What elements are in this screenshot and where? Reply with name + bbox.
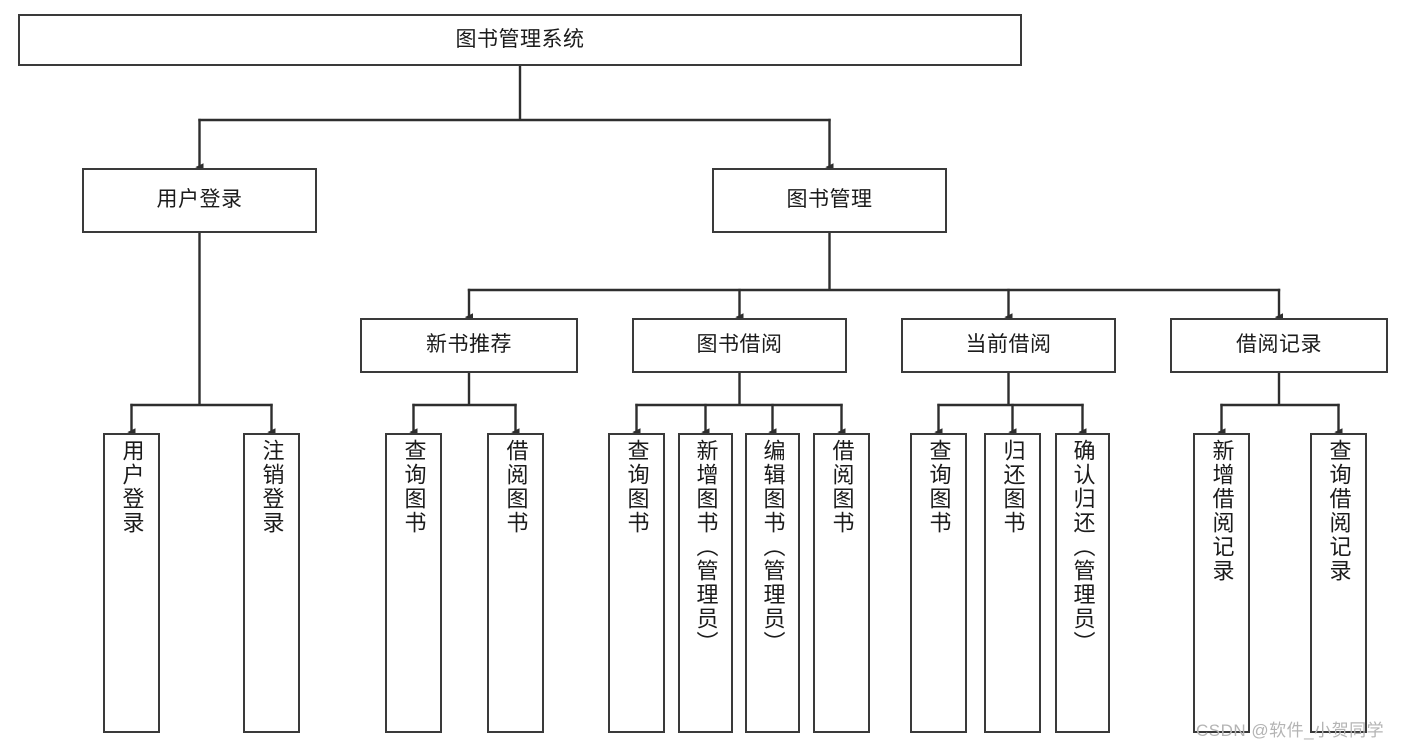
leaf-return-book-label: 归还图书	[1000, 439, 1026, 535]
leaf-user-login[interactable]: 用户登录	[103, 433, 160, 733]
csdn-watermark: CSDN @软件_小贺同学	[1196, 721, 1385, 740]
node-new-book-rec-label: 新书推荐	[426, 333, 512, 357]
leaf-confirm-return[interactable]: 确认归还（管理员）	[1055, 433, 1110, 733]
node-current-borrow[interactable]: 当前借阅	[901, 318, 1116, 373]
leaf-edit-book-label: 编辑图书（管理员）	[760, 439, 786, 655]
leaf-borrow-book-2[interactable]: 借阅图书	[813, 433, 870, 733]
leaf-query-book-3[interactable]: 查询图书	[910, 433, 967, 733]
node-root-label: 图书管理系统	[455, 27, 585, 51]
leaf-query-book-1-label: 查询图书	[401, 439, 427, 535]
leaf-borrow-book-1[interactable]: 借阅图书	[487, 433, 544, 733]
leaf-add-book[interactable]: 新增图书（管理员）	[678, 433, 733, 733]
leaf-user-login-label: 用户登录	[119, 439, 145, 535]
leaf-query-record[interactable]: 查询借阅记录	[1310, 433, 1367, 733]
leaf-user-logout[interactable]: 注销登录	[243, 433, 300, 733]
leaf-query-book-2-label: 查询图书	[624, 439, 650, 535]
node-book-borrow[interactable]: 图书借阅	[632, 318, 847, 373]
leaf-query-record-label: 查询借阅记录	[1326, 439, 1352, 583]
node-root[interactable]: 图书管理系统	[18, 14, 1022, 66]
node-user-login-label: 用户登录	[156, 188, 243, 212]
leaf-add-record[interactable]: 新增借阅记录	[1193, 433, 1250, 733]
leaf-user-logout-label: 注销登录	[259, 439, 285, 535]
leaf-add-book-label: 新增图书（管理员）	[693, 439, 719, 655]
leaf-confirm-return-label: 确认归还（管理员）	[1070, 439, 1096, 655]
node-new-book-rec[interactable]: 新书推荐	[360, 318, 578, 373]
node-borrow-record[interactable]: 借阅记录	[1170, 318, 1388, 373]
node-current-borrow-label: 当前借阅	[965, 333, 1052, 357]
leaf-edit-book[interactable]: 编辑图书（管理员）	[745, 433, 800, 733]
leaf-borrow-book-1-label: 借阅图书	[503, 439, 529, 535]
leaf-borrow-book-2-label: 借阅图书	[829, 439, 855, 535]
leaf-return-book[interactable]: 归还图书	[984, 433, 1041, 733]
node-book-manage[interactable]: 图书管理	[712, 168, 947, 233]
leaf-query-book-1[interactable]: 查询图书	[385, 433, 442, 733]
node-user-login[interactable]: 用户登录	[82, 168, 317, 233]
node-borrow-record-label: 借阅记录	[1236, 333, 1322, 357]
leaf-query-book-2[interactable]: 查询图书	[608, 433, 665, 733]
node-book-manage-label: 图书管理	[786, 188, 873, 212]
leaf-add-record-label: 新增借阅记录	[1209, 439, 1235, 583]
leaf-query-book-3-label: 查询图书	[926, 439, 952, 535]
node-book-borrow-label: 图书借阅	[696, 333, 783, 357]
